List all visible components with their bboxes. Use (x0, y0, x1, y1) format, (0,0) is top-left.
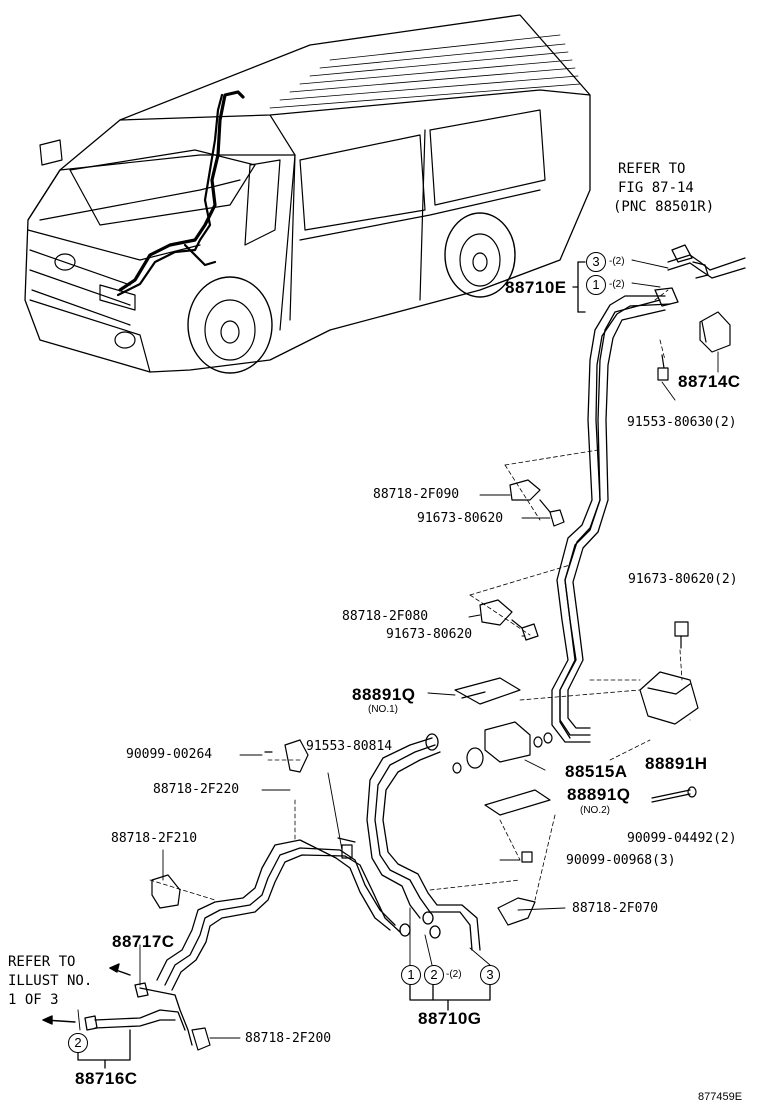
part-88891Q-no1[interactable]: 88891Q (352, 685, 416, 704)
part-88714C[interactable]: 88714C (678, 372, 741, 391)
part-88718-2F080[interactable]: 88718-2F080 (342, 609, 429, 624)
part-88891H[interactable]: 88891H (645, 754, 708, 773)
dashed-leaders (149, 289, 691, 901)
refer-top-line1: REFER TO (618, 161, 686, 177)
part-88718-2F070[interactable]: 88718-2F070 (572, 901, 659, 916)
part-90099-00264[interactable]: 90099-00264 (126, 747, 213, 762)
refer-left-line2: ILLUST NO. (8, 973, 93, 989)
refer-left-line1: REFER TO (8, 954, 76, 970)
part-91553-80630[interactable]: 91553-80630(2) (627, 415, 737, 430)
part-88710G[interactable]: 88710G (418, 1009, 482, 1028)
part-91673-80620[interactable]: 91673-80620 (417, 511, 504, 526)
cover-88891H-shape (639, 671, 699, 725)
refer-top-line3: (PNC 88501R) (613, 199, 715, 215)
leader-lines (77, 259, 719, 1039)
part-88717C[interactable]: 88717C (112, 932, 175, 951)
illustration-id: 877459E (698, 1091, 743, 1103)
valve-88515A-shape (484, 721, 531, 763)
callout-mark-2: 2 (424, 965, 444, 985)
part-88716C[interactable]: 88716C (75, 1069, 138, 1088)
callout-mark-2: 2 (68, 1033, 88, 1053)
callout-qty: -(2) (609, 279, 625, 290)
part-88718-2F210[interactable]: 88718-2F210 (111, 831, 198, 846)
callout-mark-3: 3 (480, 965, 500, 985)
cover-88891Q-no2-shape (484, 789, 551, 816)
part-90099-00968[interactable]: 90099-00968(3) (566, 853, 676, 868)
bracket-88714C-shape (699, 311, 731, 353)
part-91673-80620[interactable]: 91673-80620 (386, 627, 473, 642)
pipe-88710G (84, 733, 481, 1046)
part-88891Q-no2[interactable]: 88891Q (567, 785, 631, 804)
van-illustration (24, 14, 591, 374)
pipe-88710E (551, 244, 746, 743)
part-88710E[interactable]: 88710E (505, 278, 567, 297)
cover-88891Q-no1-shape (454, 677, 521, 705)
part-91553-80814[interactable]: 91553-80814 (306, 739, 393, 754)
part-88718-2F200[interactable]: 88718-2F200 (245, 1031, 332, 1046)
callout-mark-3: 3 (586, 252, 606, 272)
part-88718-2F220[interactable]: 88718-2F220 (153, 782, 240, 797)
part-no2-note: (NO.2) (580, 805, 610, 816)
bolt-91553-80630-shape (657, 367, 669, 381)
refer-top-line2: FIG 87-14 (618, 180, 694, 196)
part-no1-note: (NO.1) (368, 704, 398, 715)
callout-qty: -(2) (446, 969, 462, 980)
callout-brackets (77, 261, 586, 1069)
callout-mark-1: 1 (586, 275, 606, 295)
part-88718-2F090[interactable]: 88718-2F090 (373, 487, 460, 502)
part-91673-80620-qty2[interactable]: 91673-80620(2) (628, 572, 738, 587)
refer-left-line3: 1 OF 3 (8, 992, 59, 1008)
part-90099-04492[interactable]: 90099-04492(2) (627, 831, 737, 846)
callout-qty: -(2) (609, 256, 625, 267)
part-88515A[interactable]: 88515A (565, 762, 628, 781)
arrows (42, 963, 131, 1025)
callout-mark-1: 1 (401, 965, 421, 985)
